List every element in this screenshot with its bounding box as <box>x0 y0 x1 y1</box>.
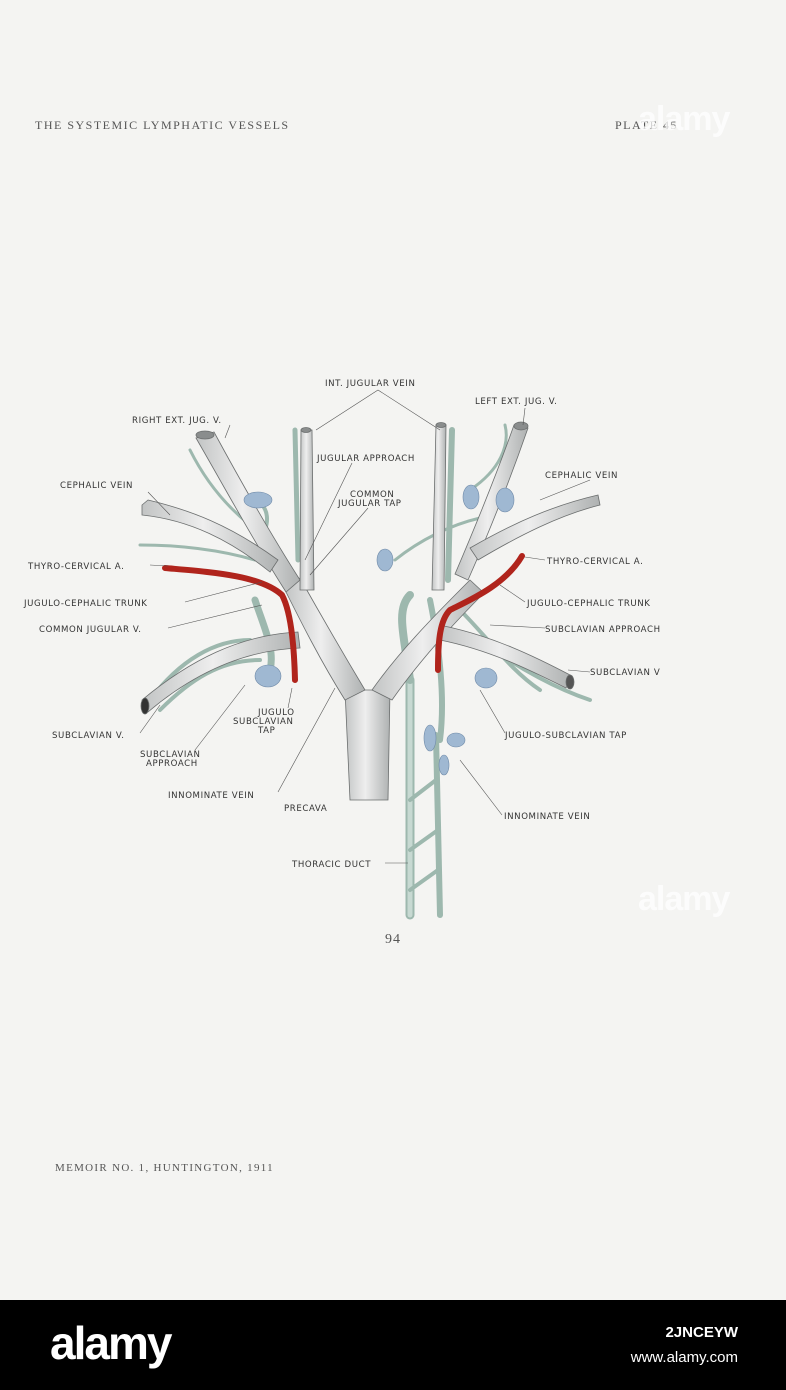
lymph-nodes <box>243 484 515 776</box>
label-thyro-cervical-right: THYRO-CERVICAL A. <box>546 557 643 567</box>
label-innominate-vein-right: INNOMINATE VEIN <box>504 812 590 822</box>
label-jugulo-subclavian-tap-left-1: JUGULO <box>257 708 295 718</box>
plate-number: PLATE 45 <box>615 118 678 132</box>
label-jugular-approach: JUGULAR APPROACH <box>316 454 415 464</box>
label-subclavian-approach-left-2: APPROACH <box>146 759 198 769</box>
label-common-jugular-v: COMMON JUGULAR V. <box>39 625 142 635</box>
label-jugulo-subclavian-tap-left-3: TAP <box>257 726 275 736</box>
label-thyro-cervical-left: THYRO-CERVICAL A. <box>27 562 124 572</box>
label-jugulo-subclavian-tap-left-2: SUBCLAVIAN <box>233 717 294 727</box>
figure-labels: INT. JUGULAR VEIN RIGHT EXT. JUG. V. LEF… <box>23 379 661 870</box>
leader-lines <box>139 389 591 864</box>
label-right-ext-jug-v: RIGHT EXT. JUG. V. <box>132 416 222 426</box>
image-id: 2JNCEYW <box>665 1324 738 1341</box>
label-subclavian-approach-left-1: SUBCLAVIAN <box>140 750 201 760</box>
page-number: 94 <box>385 932 401 947</box>
stock-photo-bar <box>0 1300 786 1390</box>
label-innominate-vein-left: INNOMINATE VEIN <box>168 791 254 801</box>
label-jugulo-cephalic-right: JUGULO-CEPHALIC TRUNK <box>526 599 651 609</box>
plate-page: INT. JUGULAR VEIN RIGHT EXT. JUG. V. LEF… <box>0 0 786 1300</box>
label-cephalic-vein-left: CEPHALIC VEIN <box>60 481 133 491</box>
label-thoracic-duct: THORACIC DUCT <box>291 860 371 870</box>
alamy-logo: alamy <box>50 1317 172 1369</box>
veins <box>140 421 601 801</box>
label-subclavian-v-left: SUBCLAVIAN V. <box>52 731 125 741</box>
label-left-ext-jug-v: LEFT EXT. JUG. V. <box>475 397 558 407</box>
label-jugulo-subclavian-tap-right: JUGULO-SUBCLAVIAN TAP <box>504 731 627 741</box>
site-url: www.alamy.com <box>630 1349 738 1366</box>
label-common-jugular-tap-2: JUGULAR TAP <box>337 499 402 509</box>
label-subclavian-v-right: SUBCLAVIAN V <box>590 668 660 678</box>
footer-citation: MEMOIR NO. 1, HUNTINGTON, 1911 <box>55 1162 274 1174</box>
label-int-jugular-vein: INT. JUGULAR VEIN <box>325 379 415 389</box>
label-precava: PRECAVA <box>284 804 327 814</box>
running-title: THE SYSTEMIC LYMPHATIC VESSELS <box>35 118 290 132</box>
label-jugulo-cephalic-left: JUGULO-CEPHALIC TRUNK <box>23 599 148 609</box>
label-cephalic-vein-right: CEPHALIC VEIN <box>545 471 618 481</box>
label-common-jugular-tap-1: COMMON <box>350 490 394 500</box>
label-subclavian-approach-right: SUBCLAVIAN APPROACH <box>545 625 661 635</box>
watermark: alamy <box>638 100 730 138</box>
anatomical-figure: INT. JUGULAR VEIN RIGHT EXT. JUG. V. LEF… <box>23 379 661 920</box>
watermark: alamy <box>638 880 730 918</box>
arteries <box>162 553 525 683</box>
